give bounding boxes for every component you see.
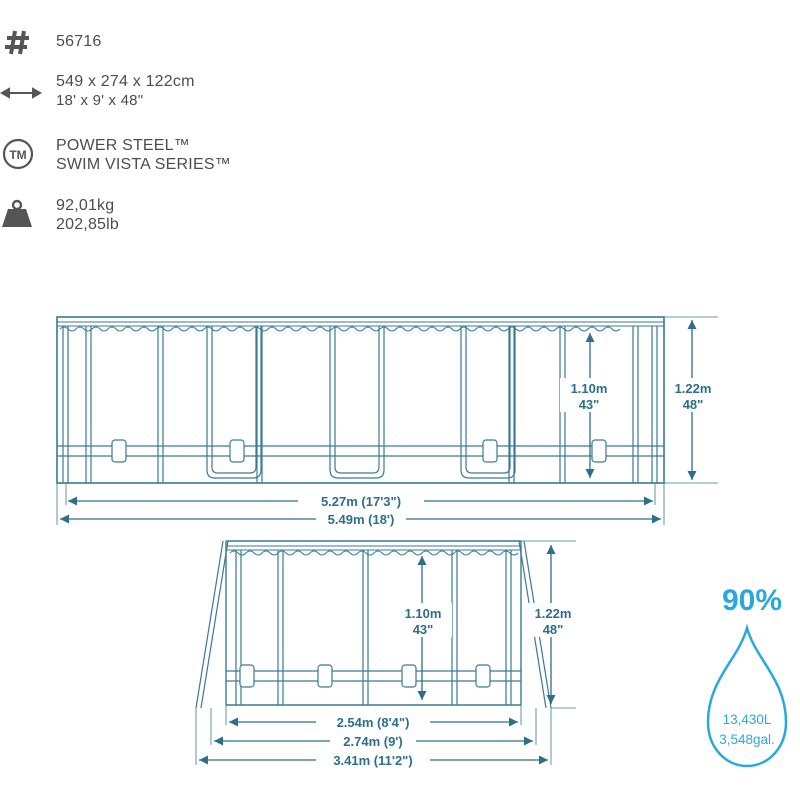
side-outer-length: 5.49m (18') (328, 512, 395, 527)
side-wall-height-m: 1.22m (675, 381, 712, 396)
trademark-icon: TM (2, 138, 34, 170)
spec-model: 56716 (0, 28, 260, 58)
water-drop-icon (706, 623, 788, 768)
volume-liters: 13,430L (723, 712, 772, 727)
double-arrow-icon (0, 87, 43, 99)
volume-gallons: 3,548gal. (719, 732, 775, 747)
end-view (195, 540, 576, 765)
side-water-height-m: 1.10m (571, 381, 608, 396)
end-water-height-in: 43" (413, 622, 434, 637)
side-inner-length: 5.27m (17'3") (321, 494, 401, 509)
brand-line-2: SWIM VISTA SERIES™ (56, 156, 231, 173)
hash-icon (5, 30, 29, 55)
weight-icon (2, 199, 32, 227)
water-line (59, 326, 621, 332)
side-water-height-in: 43" (579, 397, 600, 412)
brand-line-1: POWER STEEL™ (56, 137, 190, 154)
spec-weight: 92,01kg 202,85lb (0, 196, 300, 236)
weight-kg: 92,01kg (56, 197, 115, 214)
fill-percent: 90% (722, 584, 782, 617)
ladder (460, 326, 516, 479)
dimensions-imperial: 18' x 9' x 48" (56, 92, 144, 109)
weight-lb: 202,85lb (56, 216, 119, 233)
end-wall-height-in: 48" (543, 622, 564, 637)
spec-brand: TM POWER STEEL™ SWIM VISTA SERIES™ (0, 136, 300, 176)
ladder (329, 326, 385, 479)
end-inner-width: 2.54m (8'4") (337, 715, 410, 730)
spec-dimensions: 549 x 274 x 122cm 18' x 9' x 48" (0, 72, 300, 112)
dimensions-metric: 549 x 274 x 122cm (56, 73, 195, 90)
side-view (56, 316, 718, 525)
end-wall-height-m: 1.22m (535, 606, 572, 621)
water-line (229, 550, 519, 556)
model-number: 56716 (56, 33, 102, 50)
side-wall-height-in: 48" (683, 397, 704, 412)
end-outer-width: 2.74m (9') (343, 734, 402, 749)
end-water-height-m: 1.10m (405, 606, 442, 621)
end-leg-span: 3.41m (11'2") (333, 753, 412, 768)
svg-text:TM: TM (9, 148, 26, 162)
ladder (206, 326, 262, 479)
